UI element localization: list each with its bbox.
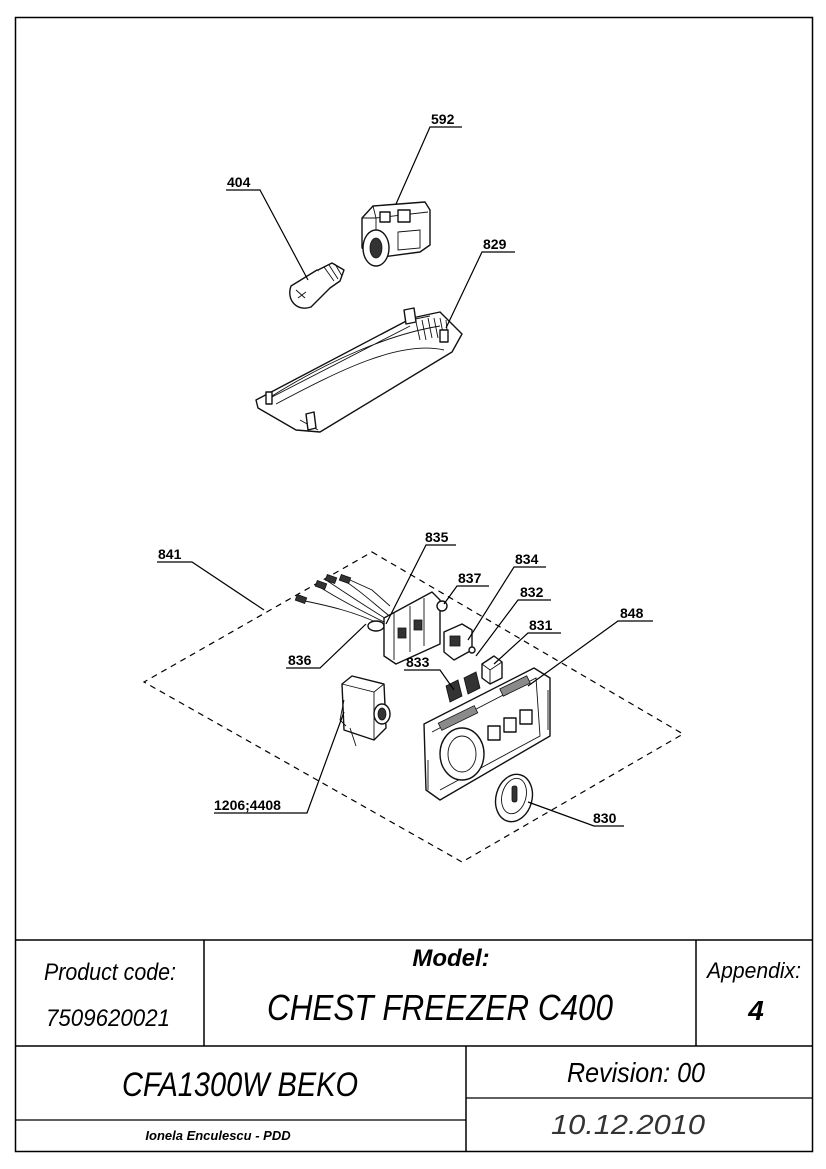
callout-841: 841 bbox=[158, 546, 182, 562]
button-part-831 bbox=[481, 655, 503, 685]
leader-lines bbox=[157, 126, 653, 827]
callout-1206-4408: 1206;4408 bbox=[214, 797, 281, 813]
model-label: Model: bbox=[412, 945, 489, 972]
callout-834: 834 bbox=[515, 551, 539, 567]
callout-830: 830 bbox=[593, 810, 617, 826]
appendix-number: 4 bbox=[747, 995, 764, 1026]
callout-837: 837 bbox=[458, 570, 482, 586]
drawing-frame bbox=[14, 16, 814, 1153]
callout-592: 592 bbox=[431, 111, 455, 127]
callout-404: 404 bbox=[227, 174, 251, 190]
lamp-bulb-part-404 bbox=[289, 262, 345, 309]
lamp-holder-part-592 bbox=[361, 201, 431, 267]
date: 10.12.2010 bbox=[551, 1109, 705, 1140]
model-name: CHEST FREEZER C400 bbox=[267, 987, 613, 1028]
callout-833: 833 bbox=[406, 654, 430, 670]
dashed-panel-outline bbox=[142, 551, 685, 863]
switch-part-834 bbox=[443, 623, 476, 661]
control-panel-part-848 bbox=[423, 667, 551, 801]
knob-part-830 bbox=[494, 773, 534, 823]
callout-831: 831 bbox=[529, 617, 553, 633]
lamp-cover-part-829 bbox=[255, 307, 463, 433]
product-code-label: Product code: bbox=[44, 959, 176, 986]
author: Ionela Enculescu - PDD bbox=[145, 1128, 291, 1143]
thermostat-part-1206 bbox=[339, 675, 391, 747]
light-guide-part-833 bbox=[445, 671, 481, 703]
switch-holder-part-835 bbox=[383, 591, 448, 665]
callout-836: 836 bbox=[288, 652, 312, 668]
callout-835: 835 bbox=[425, 529, 449, 545]
revision: Revision: 00 bbox=[567, 1057, 705, 1088]
product-code-value: 7509620021 bbox=[46, 1005, 170, 1032]
wiring-harness-part-841 bbox=[294, 573, 393, 632]
callout-832: 832 bbox=[520, 584, 544, 600]
model-code: CFA1300W BEKO bbox=[122, 1066, 358, 1104]
appendix-label: Appendix: bbox=[705, 958, 801, 983]
title-block bbox=[15, 939, 812, 1151]
callout-829: 829 bbox=[483, 236, 507, 252]
callout-848: 848 bbox=[620, 605, 644, 621]
